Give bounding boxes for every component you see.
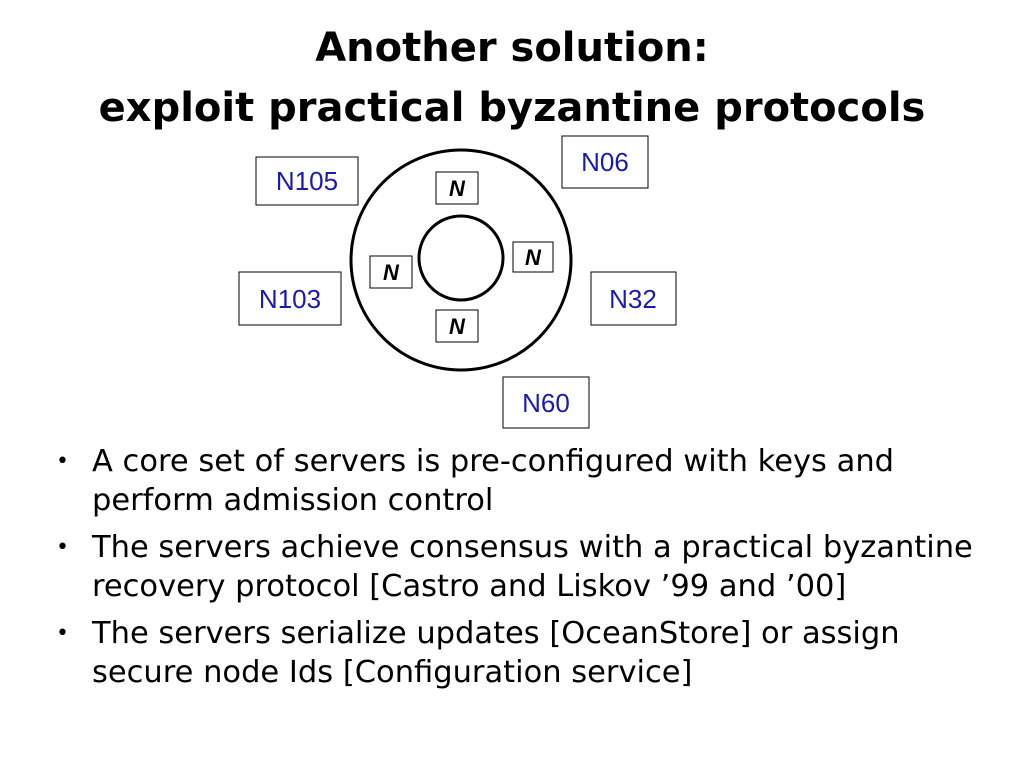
core-node-bottom: N [435, 309, 479, 343]
node-label: N32 [609, 284, 657, 314]
core-node-top: N [435, 171, 479, 205]
slide-title: Another solution: exploit practical byza… [0, 18, 1024, 138]
outer-node-n60: N60 [502, 376, 590, 429]
bullet-item: • A core set of servers is pre-configure… [52, 442, 992, 520]
core-node-right: N [512, 241, 554, 273]
bullet-marker: • [56, 449, 69, 474]
core-node-left: N [369, 255, 413, 289]
node-label: N105 [276, 166, 338, 196]
bullet-marker: • [56, 535, 69, 560]
inner-ring [417, 214, 505, 302]
outer-node-n105: N105 [255, 156, 359, 206]
outer-node-n103: N103 [238, 271, 342, 326]
bullet-text: A core set of servers is pre-configured … [92, 444, 895, 518]
bullet-text: The servers achieve consensus with a pra… [92, 530, 973, 604]
outer-node-n06: N06 [561, 135, 649, 189]
core-node-label: N [449, 314, 466, 339]
bullet-item: • The servers achieve consensus with a p… [52, 528, 992, 606]
outer-node-n32: N32 [590, 271, 677, 326]
node-label: N60 [522, 388, 570, 418]
title-line-2: exploit practical byzantine protocols [98, 85, 926, 131]
bullet-text: The servers serialize updates [OceanStor… [92, 616, 900, 690]
bullet-list: • A core set of servers is pre-configure… [52, 442, 992, 700]
ring-diagram: N N N N N105 N06 N103 N32 N60 [238, 135, 677, 429]
outer-ring [349, 148, 573, 372]
node-label: N103 [259, 284, 321, 314]
core-node-label: N [525, 245, 542, 270]
bullet-marker: • [56, 621, 69, 646]
core-node-label: N [449, 176, 466, 201]
core-node-label: N [383, 260, 400, 285]
title-line-1: Another solution: [315, 25, 709, 71]
bullet-item: • The servers serialize updates [OceanSt… [52, 614, 992, 692]
node-label: N06 [581, 147, 629, 177]
